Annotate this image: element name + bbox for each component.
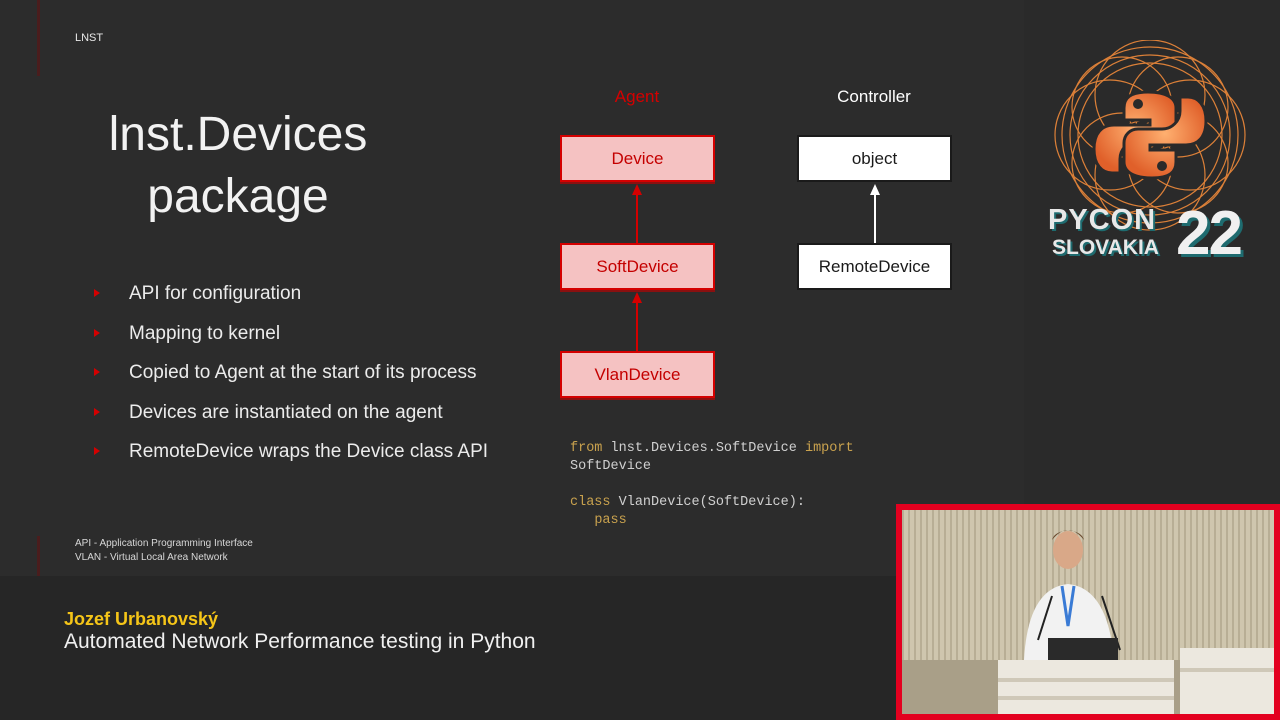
remotedevice-class-box: RemoteDevice — [797, 243, 952, 290]
logo-text-slovakia: SLOVAKIA — [1052, 236, 1159, 259]
vlandevice-class-box: VlanDevice — [560, 351, 715, 398]
bullet-arrow-icon — [94, 407, 100, 416]
bullet-item: Copied to Agent at the start of its proc… — [92, 353, 488, 393]
bullet-text: RemoteDevice wraps the Device class API — [129, 441, 489, 462]
slide-title: lnst.Devices package — [62, 104, 414, 228]
inheritance-arrows — [632, 184, 880, 351]
footnote: API - Application Programming Interface — [75, 538, 253, 549]
arrow-vlandevice-to-softdevice — [632, 292, 642, 351]
softdevice-class-box: SoftDevice — [560, 243, 715, 290]
top-accent-rule — [37, 0, 40, 76]
bottom-accent-rule — [37, 536, 40, 576]
bullet-list: API for configuration Mapping to kernel … — [92, 274, 488, 472]
pycon-logo-icon — [1054, 40, 1246, 231]
bullet-item: Devices are instantiated on the agent — [92, 393, 488, 433]
code-keyword: pass — [594, 513, 627, 528]
bullet-item: API for configuration — [92, 274, 488, 314]
code-keyword: from — [570, 441, 603, 456]
bullet-arrow-icon — [94, 447, 100, 455]
bullet-item: Mapping to kernel — [92, 314, 488, 354]
slide-title-line-2: package — [147, 170, 329, 223]
python-snake-icon — [1092, 90, 1208, 180]
object-class-box: object — [797, 135, 952, 182]
speaker-video-image — [902, 510, 1274, 714]
logo-text-pycon: PYCON — [1048, 204, 1157, 236]
logo-year-number: 22 — [1176, 199, 1243, 268]
talk-title: Automated Network Performance testing in… — [64, 630, 536, 653]
bullet-text: Devices are instantiated on the agent — [129, 401, 443, 423]
agent-column-header: Agent — [614, 87, 660, 106]
bullet-text: Mapping to kernel — [129, 322, 281, 344]
arrow-softdevice-to-device — [632, 184, 642, 243]
presentation-slide: LNST lnst.Devices package API for config… — [37, 0, 952, 576]
speaker-name: Jozef Urbanovský — [64, 609, 219, 629]
speaker-video-feed — [896, 504, 1280, 720]
code-keyword: class — [570, 495, 611, 510]
code-class-declaration: VlanDevice(SoftDevice): — [618, 495, 805, 510]
bullet-text: API for configuration — [129, 283, 302, 304]
code-module: lnst.Devices.SoftDevice — [610, 441, 797, 456]
footnotes: API - Application Programming Interface … — [75, 537, 253, 565]
controller-column-header: Controller — [837, 87, 911, 106]
device-class-box: Device — [560, 135, 715, 182]
code-imported-name: SoftDevice — [570, 459, 652, 474]
code-snippet: from lnst.Devices.SoftDevice import Soft… — [570, 440, 854, 530]
bullet-arrow-icon — [94, 328, 100, 337]
bullet-text: Copied to Agent at the start of its proc… — [129, 362, 477, 383]
section-label: LNST — [75, 32, 104, 44]
bullet-item: RemoteDevice wraps the Device class API — [92, 432, 488, 472]
code-keyword: import — [804, 441, 854, 456]
slide-title-line-1: lnst.Devices — [108, 108, 368, 161]
bullet-arrow-icon — [94, 368, 100, 376]
bullet-arrow-icon — [94, 289, 100, 297]
arrow-remotedevice-to-object — [870, 184, 880, 243]
footnote: VLAN - Virtual Local Area Network — [75, 552, 228, 563]
